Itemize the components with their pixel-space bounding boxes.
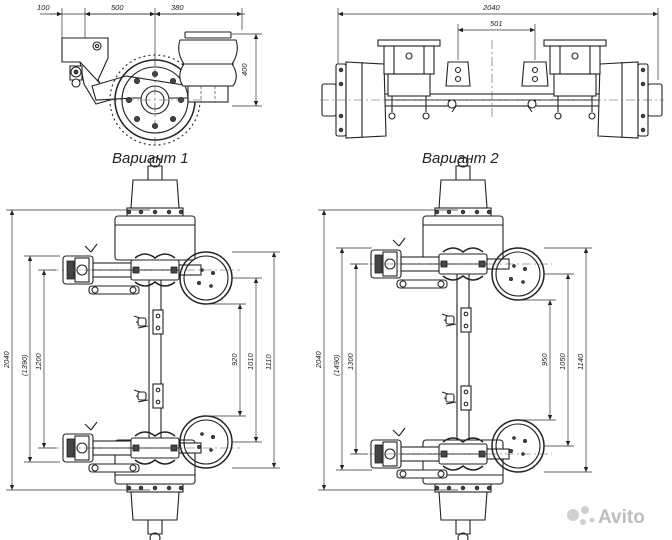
watermark: Avito xyxy=(567,506,645,528)
dim-v1-1200: 1200 xyxy=(34,352,43,370)
dim-side-500: 500 xyxy=(111,3,124,12)
dim-side-100: 100 xyxy=(37,3,50,12)
dim-v1-1110: 1110 xyxy=(264,354,273,370)
variant-2-plan-view: 2040 (1490) 1300 950 1050 1140 xyxy=(314,156,592,540)
dim-v2-1490: (1490) xyxy=(332,354,341,376)
dim-side-400: 400 xyxy=(240,63,249,76)
dim-v1-920: 920 xyxy=(230,353,239,366)
dim-v1-2040: 2040 xyxy=(2,350,11,369)
dim-v2-1050: 1050 xyxy=(558,352,567,370)
variant-1-plan-view: 2040 (1390) 1200 920 1010 1110 xyxy=(2,156,280,540)
dim-v2-2040: 2040 xyxy=(314,350,323,369)
dim-side-380: 380 xyxy=(171,3,184,12)
dim-front-2040: 2040 xyxy=(482,3,501,12)
dim-v2-1300: 1300 xyxy=(346,352,355,370)
dim-v1-1010: 1010 xyxy=(246,352,255,370)
dim-v2-950: 950 xyxy=(540,353,549,366)
front-view-drawing: 2040 501 xyxy=(320,3,664,139)
variant-1-label: Вариант 1 xyxy=(112,150,189,167)
dim-v1-1390: (1390) xyxy=(20,354,29,376)
side-view-drawing: 100 500 380 400 xyxy=(37,3,262,148)
watermark-text: Avito xyxy=(598,507,645,528)
dim-v2-1140: 1140 xyxy=(576,353,585,370)
dim-front-501: 501 xyxy=(490,19,503,28)
variant-2-label: Вариант 2 xyxy=(422,150,499,167)
